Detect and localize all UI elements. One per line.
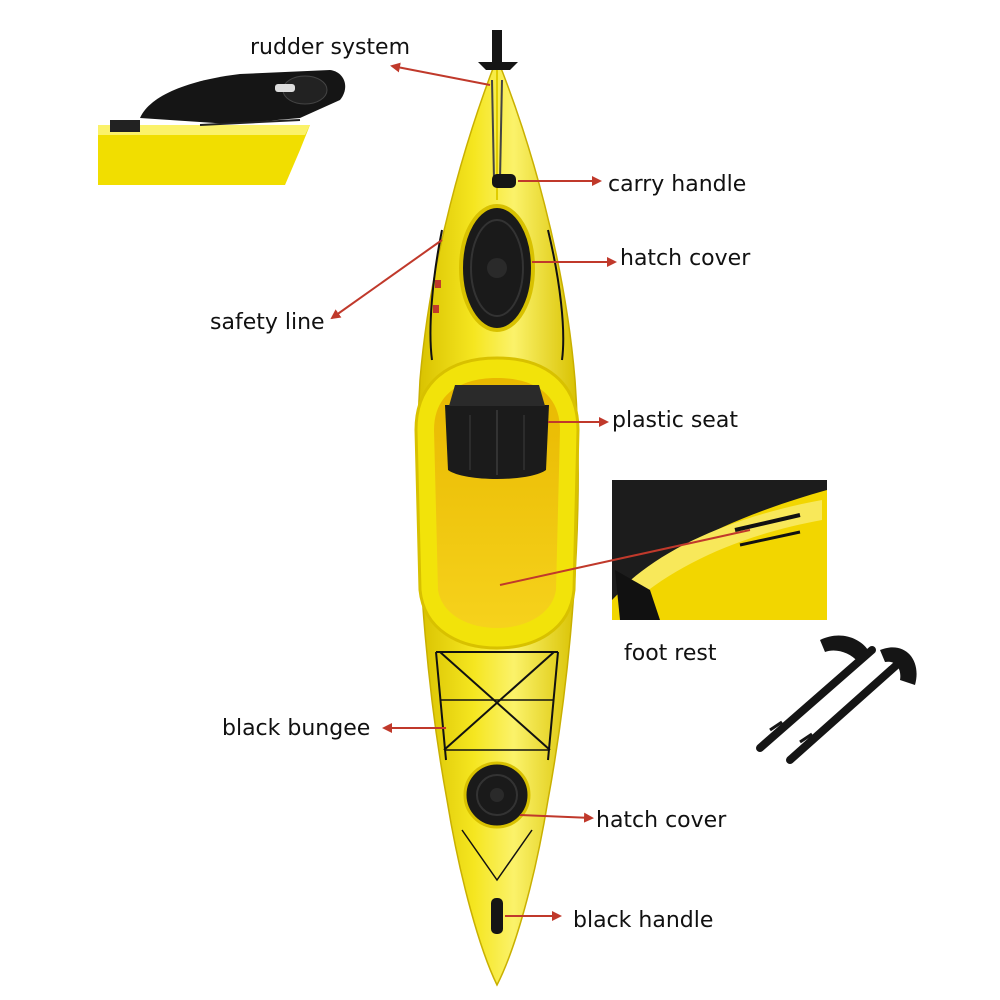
pointer-arrows [330, 62, 751, 921]
kayak-hull [414, 30, 580, 987]
label-black-bungee: black bungee [222, 716, 371, 741]
label-plastic-seat: plastic seat [612, 408, 738, 433]
arrow-safety-line [330, 239, 443, 320]
label-hatch-cover-front: hatch cover [620, 246, 751, 271]
arrow-foot-rest [499, 529, 751, 586]
footrest-rails [756, 635, 917, 764]
arrow-rudder-system [390, 62, 491, 86]
label-rudder-system: rudder system [250, 35, 411, 60]
arrow-hatch-cover-rear [519, 812, 594, 823]
footrest-inset-photo [612, 480, 827, 620]
label-carry-handle: carry handle [608, 172, 747, 197]
label-safety-line: safety line [210, 310, 325, 335]
label-foot-rest: foot rest [624, 641, 717, 666]
label-black-handle: black handle [573, 908, 714, 933]
rudder-inset-photo [98, 70, 346, 185]
label-hatch-cover-rear: hatch cover [596, 808, 727, 833]
